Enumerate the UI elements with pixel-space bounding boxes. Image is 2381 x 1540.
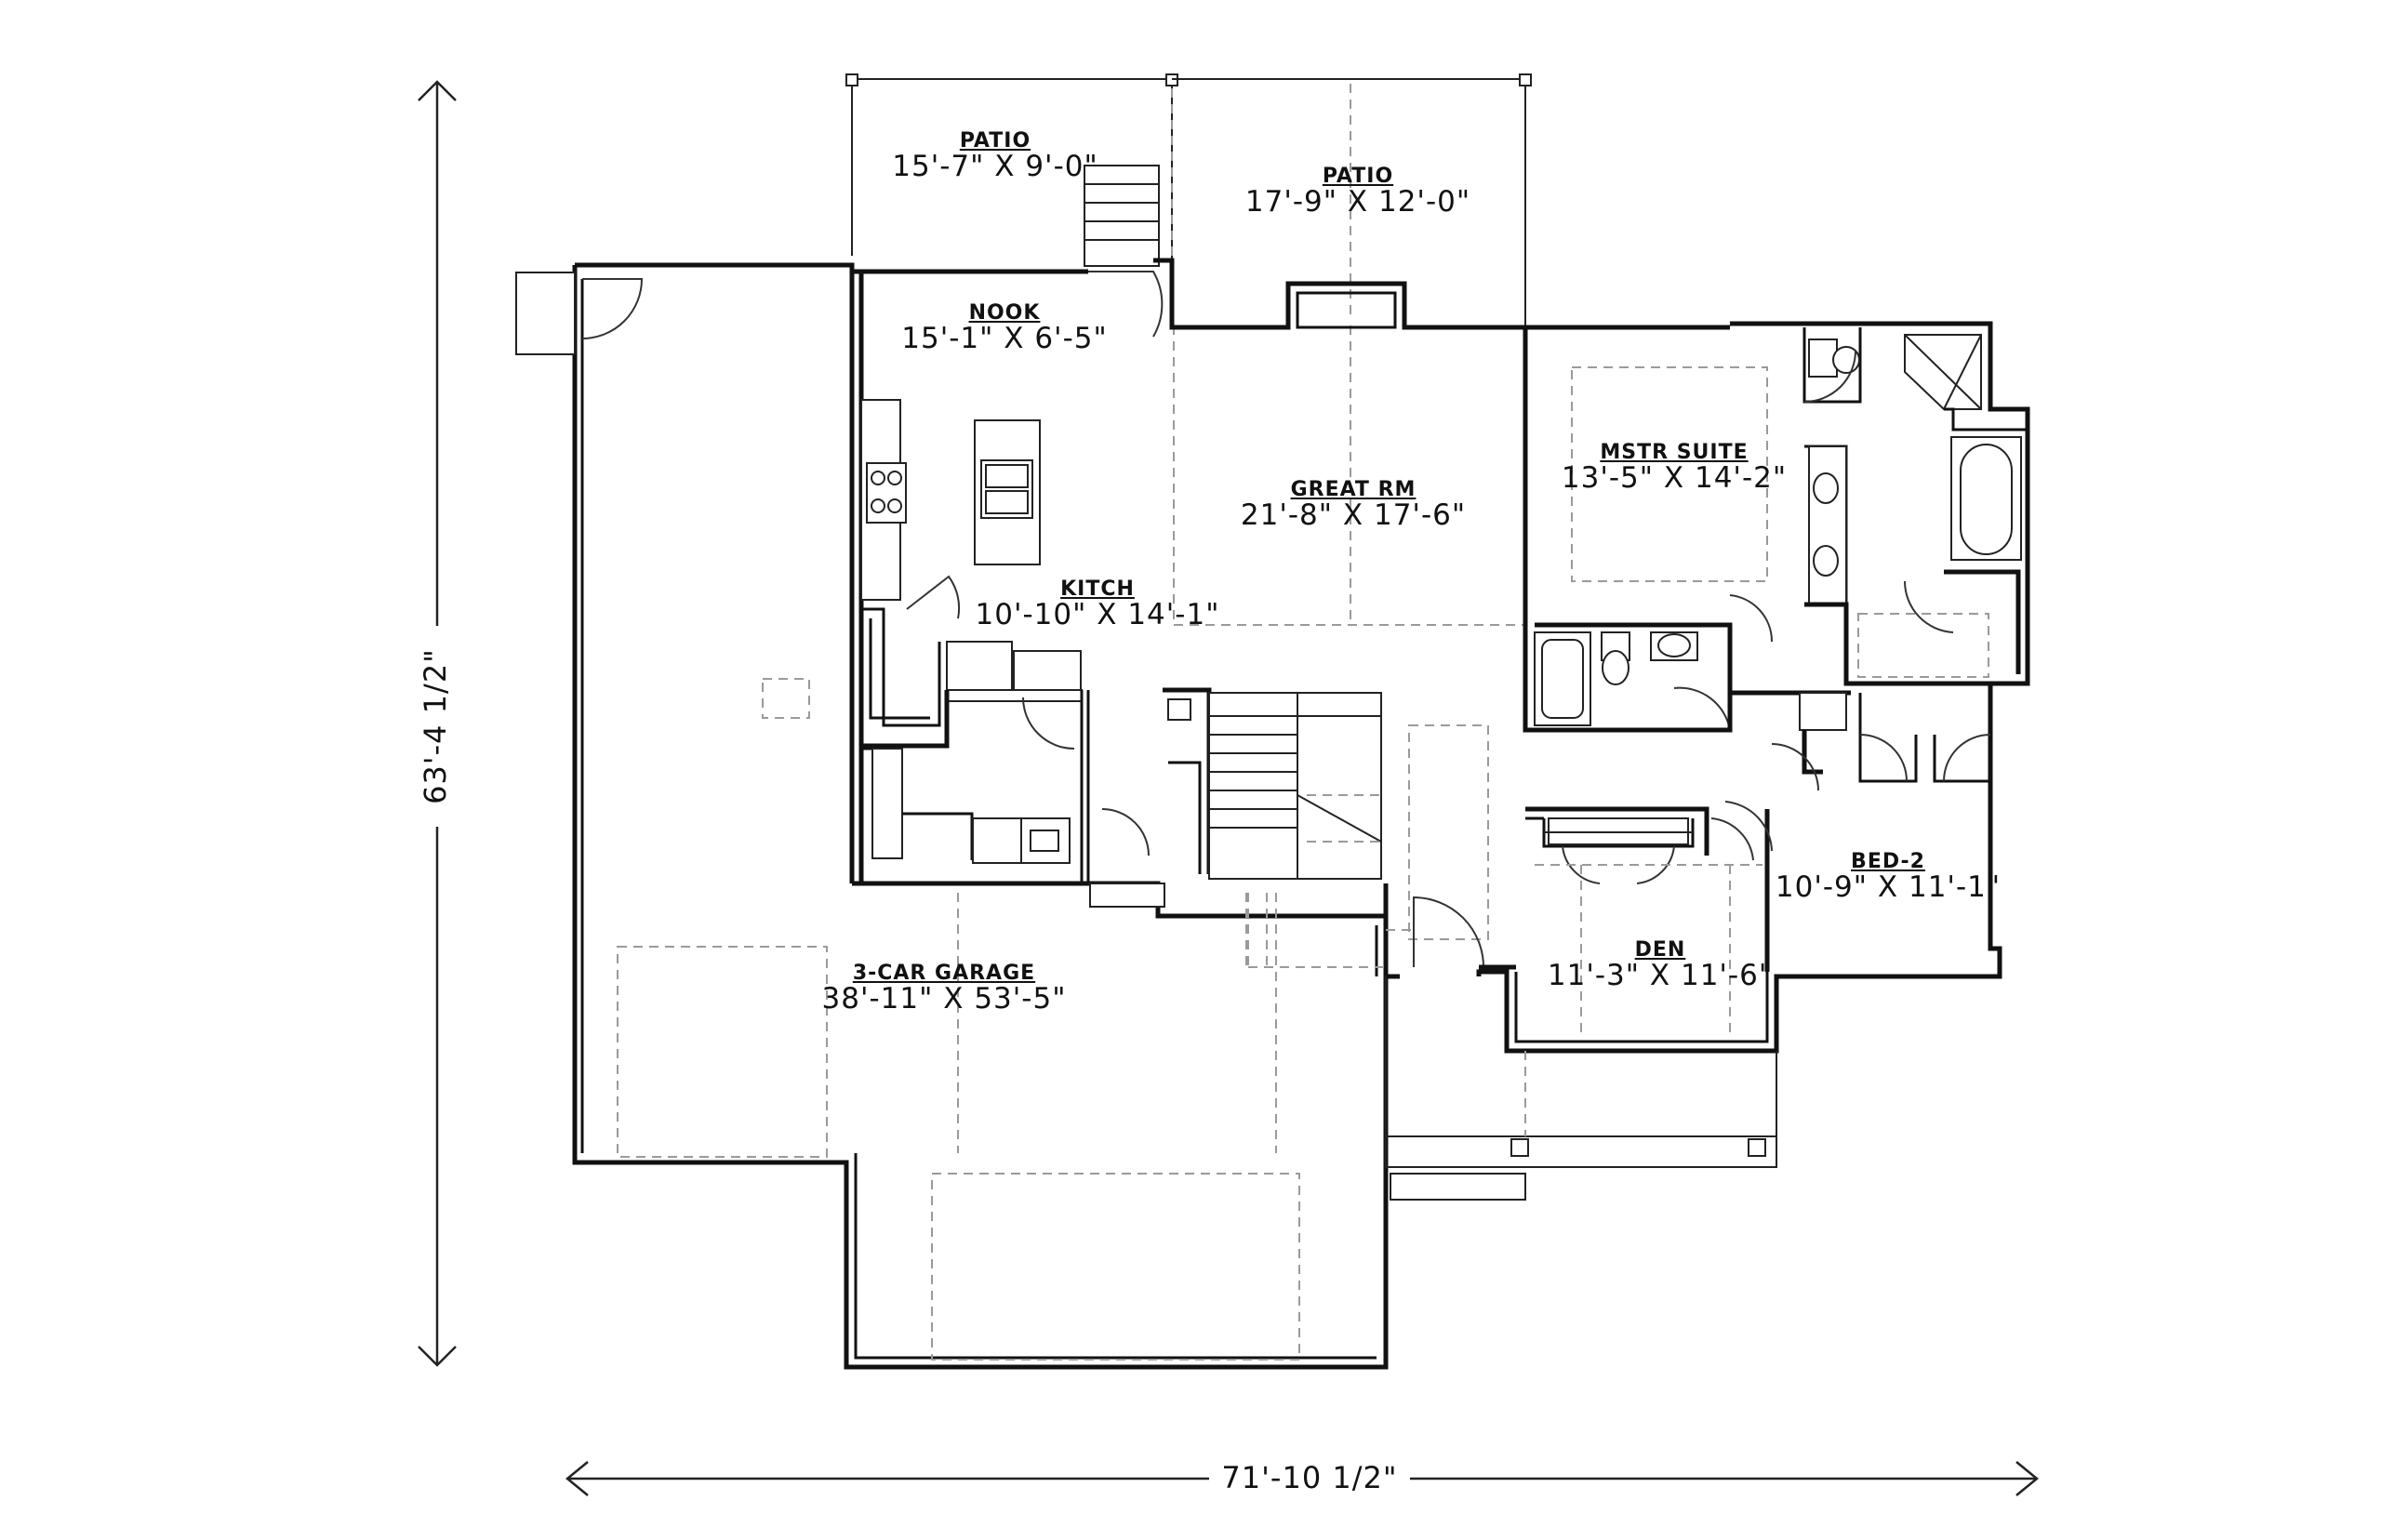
kitchen-fixtures	[858, 272, 1083, 883]
room-label-patio-left: PATIO 15'-7" X 9'-0"	[870, 130, 1121, 182]
room-name: BED-2	[1851, 850, 1925, 873]
room-name: 3-CAR GARAGE	[852, 962, 1036, 985]
room-size: 10'-10" X 14'-1"	[975, 598, 1220, 632]
room-size: 38'-11" X 53'-5"	[821, 982, 1067, 1016]
room-size: 17'-9" X 12'-0"	[1244, 185, 1471, 219]
room-name: PATIO	[1322, 165, 1394, 188]
room-size: 21'-8" X 17'-6"	[1240, 498, 1467, 533]
great-room-ceiling-lines	[1173, 325, 1525, 626]
garage-features	[581, 278, 1386, 1361]
exterior-walls	[515, 258, 2030, 1370]
room-size: 13'-5" X 14'-2"	[1561, 461, 1788, 496]
nook-patio-door	[1088, 271, 1164, 338]
master-suite	[1523, 327, 2026, 733]
room-label-bed-2: BED-2 10'-9" X 11'-1"	[1767, 851, 2009, 903]
entry-porch	[1385, 724, 1777, 1201]
room-label-garage: 3-CAR GARAGE 38'-11" X 53'-5"	[800, 962, 1088, 1015]
room-name: KITCH	[1060, 578, 1135, 601]
room-label-master-suite: MSTR SUITE 13'-5" X 14'-2"	[1544, 442, 1804, 494]
room-size: 15'-1" X 6'-5"	[901, 322, 1108, 356]
room-name: DEN	[1634, 938, 1686, 962]
stair-block	[1163, 687, 1414, 967]
room-name: NOOK	[968, 301, 1041, 325]
room-label-den: DEN 11'-3" X 11'-6"	[1535, 939, 1786, 991]
room-label-patio-right: PATIO 17'-9" X 12'-0"	[1218, 166, 1497, 218]
room-name: PATIO	[959, 129, 1031, 153]
room-name: MSTR SUITE	[1600, 441, 1749, 464]
room-size: 10'-9" X 11'-1"	[1775, 870, 2002, 905]
overall-height-dimension: 63'-4 1/2"	[418, 626, 453, 827]
room-size: 11'-3" X 11'-6"	[1547, 959, 1774, 993]
room-label-kitchen: KITCH 10'-10" X 14'-1"	[963, 578, 1232, 631]
room-label-great-room: GREAT RM 21'-8" X 17'-6"	[1228, 479, 1479, 531]
room-label-nook: NOOK 15'-1" X 6'-5"	[865, 302, 1144, 354]
overall-width-dimension: 71'-10 1/2"	[1209, 1460, 1410, 1495]
den-room	[1525, 806, 1762, 1037]
room-name: GREAT RM	[1290, 478, 1417, 501]
hall-bed2	[1724, 690, 1991, 972]
room-size: 15'-7" X 9'-0"	[892, 150, 1098, 184]
laundry-room	[861, 690, 1150, 883]
